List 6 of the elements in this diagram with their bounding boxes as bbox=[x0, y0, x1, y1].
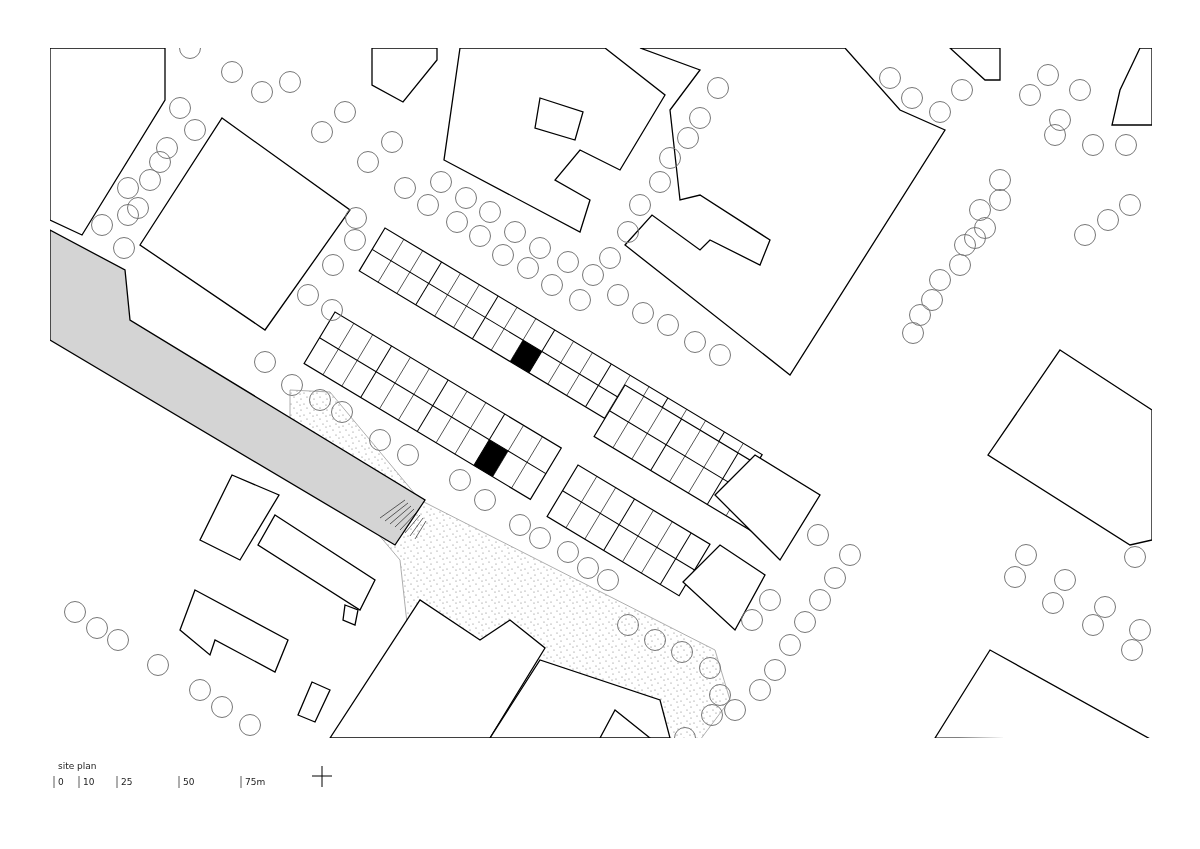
scale-label: 25 bbox=[121, 777, 133, 788]
plan-title: site plan bbox=[58, 761, 97, 772]
scale-label: 75m bbox=[245, 777, 266, 788]
scale-label: 10 bbox=[83, 777, 95, 788]
scale-label: 0 bbox=[58, 777, 64, 788]
scale-label: 50 bbox=[183, 777, 195, 788]
